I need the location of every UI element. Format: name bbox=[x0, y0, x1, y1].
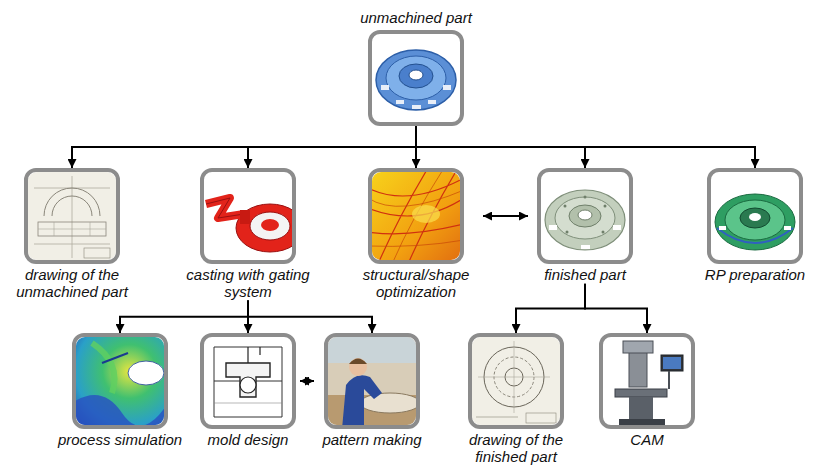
image-node: unmachined part bbox=[346, 10, 486, 126]
image-tile bbox=[468, 333, 564, 429]
image-caption: drawing of the unmachined part bbox=[4, 267, 140, 301]
image-tile bbox=[368, 168, 464, 264]
casting-picture bbox=[204, 172, 292, 260]
image-caption: CAM bbox=[592, 432, 702, 449]
image-tile bbox=[707, 168, 803, 264]
image-node: drawing of the unmachined part bbox=[4, 168, 140, 301]
arrow-connector bbox=[585, 284, 647, 333]
arrow-connector bbox=[248, 126, 416, 168]
rp-picture bbox=[711, 172, 799, 260]
image-caption: casting with gating system bbox=[183, 267, 313, 301]
image-tile bbox=[200, 168, 296, 264]
image-caption: pattern making bbox=[316, 432, 428, 449]
image-node: CAM bbox=[592, 333, 702, 449]
image-node: drawing of the finished part bbox=[456, 333, 576, 466]
cam-picture bbox=[603, 337, 691, 425]
image-node: pattern making bbox=[316, 333, 428, 449]
image-node: mold design bbox=[198, 333, 298, 449]
image-caption: RP preparation bbox=[700, 267, 810, 284]
pattern-making-picture bbox=[328, 337, 416, 425]
arrow-connector bbox=[72, 126, 416, 168]
arrow-connector bbox=[416, 126, 755, 168]
optimization-picture bbox=[372, 172, 460, 260]
image-caption: drawing of the finished part bbox=[456, 432, 576, 466]
image-tile bbox=[368, 30, 464, 126]
image-tile bbox=[324, 333, 420, 429]
drawing-picture bbox=[28, 172, 116, 260]
mold-picture bbox=[204, 337, 292, 425]
unmachined-part-picture bbox=[372, 34, 460, 122]
image-tile bbox=[599, 333, 695, 429]
simulation-picture bbox=[76, 337, 164, 425]
image-caption: process simulation bbox=[55, 432, 185, 449]
image-tile bbox=[72, 333, 168, 429]
image-tile bbox=[537, 168, 633, 264]
image-tile bbox=[24, 168, 120, 264]
image-caption: unmachined part bbox=[346, 10, 486, 27]
finished-drawing-picture bbox=[472, 337, 560, 425]
image-node: casting with gating system bbox=[183, 168, 313, 301]
image-caption: structural/shape optimization bbox=[351, 267, 481, 301]
image-node: structural/shape optimization bbox=[351, 168, 481, 301]
image-tile bbox=[200, 333, 296, 429]
image-node: process simulation bbox=[55, 333, 185, 449]
arrow-connector bbox=[516, 284, 585, 333]
arrow-connector bbox=[248, 301, 372, 333]
finished-part-picture bbox=[541, 172, 629, 260]
arrow-connector bbox=[300, 380, 314, 382]
image-node: finished part bbox=[530, 168, 640, 284]
image-caption: mold design bbox=[198, 432, 298, 449]
image-caption: finished part bbox=[530, 267, 640, 284]
arrow-connector bbox=[120, 301, 248, 333]
arrow-connector bbox=[483, 215, 528, 217]
image-node: RP preparation bbox=[700, 168, 810, 284]
